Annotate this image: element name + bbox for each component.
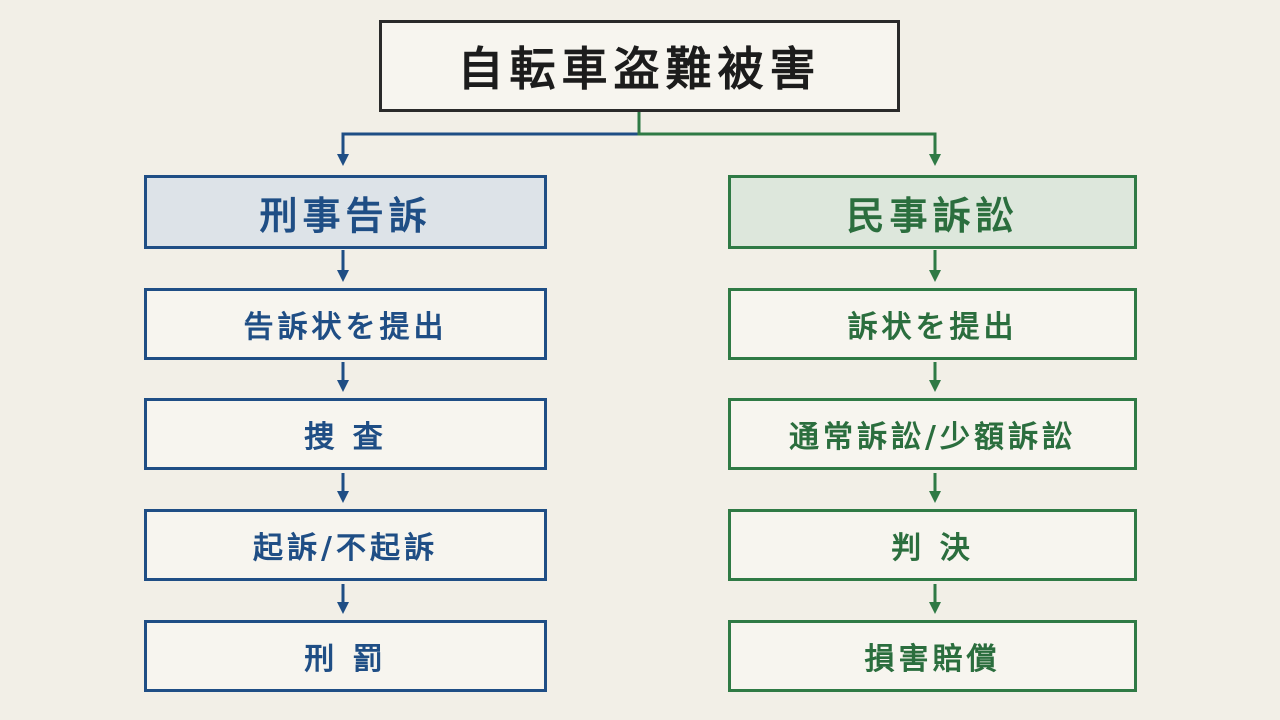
root-to-civil-connector xyxy=(637,112,941,166)
root-node: 自転車盗難被害 xyxy=(379,20,900,112)
civil-step-1: 訴状を提出 xyxy=(728,288,1137,360)
root-label: 自転車盗難被害 xyxy=(457,42,822,96)
criminal-step-4: 刑 罰 xyxy=(144,620,547,692)
criminal-title: 刑事告訴 xyxy=(259,193,432,238)
civil-step-3: 判 決 xyxy=(728,509,1137,581)
root-to-criminal-connector xyxy=(337,112,641,166)
criminal-step-2: 捜 査 xyxy=(144,398,547,470)
criminal-step-1-label: 告訴状を提出 xyxy=(243,310,448,345)
civil-step-4: 損害賠償 xyxy=(728,620,1137,692)
civil-step-1-label: 訴状を提出 xyxy=(847,310,1018,345)
criminal-step-1: 告訴状を提出 xyxy=(144,288,547,360)
civil-step-4-label: 損害賠償 xyxy=(864,642,1001,677)
criminal-step-3: 起訴/不起訴 xyxy=(144,509,547,581)
criminal-step-4-label: 刑 罰 xyxy=(304,642,387,677)
civil-step-2-label: 通常訴訟/少額訴訟 xyxy=(789,420,1076,455)
criminal-step-3-label: 起訴/不起訴 xyxy=(253,531,438,566)
civil-lawsuit-header: 民事訴訟 xyxy=(728,175,1137,249)
criminal-complaint-header: 刑事告訴 xyxy=(144,175,547,249)
civil-step-2: 通常訴訟/少額訴訟 xyxy=(728,398,1137,470)
civil-title: 民事訴訟 xyxy=(846,193,1019,238)
civil-step-3-label: 判 決 xyxy=(891,531,974,566)
criminal-step-2-label: 捜 査 xyxy=(304,420,387,455)
